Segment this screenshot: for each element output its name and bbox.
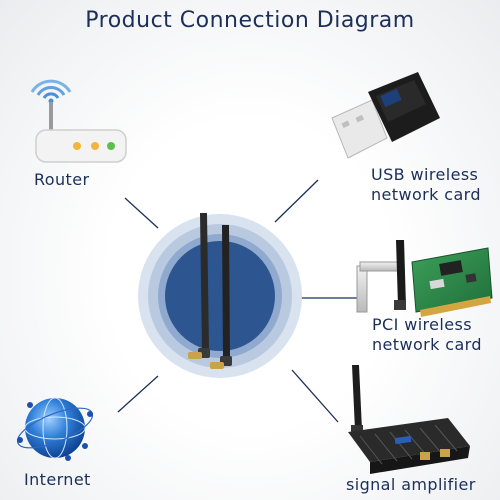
router-label-text: Router bbox=[34, 170, 90, 189]
amplifier-label-text: signal amplifier bbox=[346, 475, 476, 494]
connector-amplifier bbox=[291, 369, 339, 423]
pci-label-line2: network card bbox=[372, 335, 482, 354]
pci-card-icon bbox=[356, 240, 493, 317]
router-icon bbox=[30, 79, 127, 163]
amplifier-icon bbox=[348, 365, 470, 474]
pci-label: PCI wireless network card bbox=[372, 315, 482, 355]
amplifier-label: signal amplifier bbox=[346, 475, 476, 495]
connector-router bbox=[124, 197, 159, 229]
usb-adapter-icon bbox=[331, 72, 440, 159]
connector-internet bbox=[117, 375, 159, 413]
connector-lines bbox=[117, 179, 360, 423]
dual-antenna-icon bbox=[188, 213, 232, 369]
usb-label: USB wireless network card bbox=[371, 165, 481, 205]
pci-label-line1: PCI wireless bbox=[372, 315, 472, 334]
center-hub bbox=[138, 213, 302, 378]
connector-usb bbox=[274, 179, 319, 223]
internet-label-text: Internet bbox=[24, 470, 91, 489]
router-label: Router bbox=[34, 170, 89, 190]
globe-icon bbox=[16, 397, 94, 461]
usb-label-line1: USB wireless bbox=[371, 165, 479, 184]
internet-label: Internet bbox=[24, 470, 91, 490]
page-title: Product Connection Diagram bbox=[85, 8, 415, 33]
usb-label-line2: network card bbox=[371, 185, 481, 204]
